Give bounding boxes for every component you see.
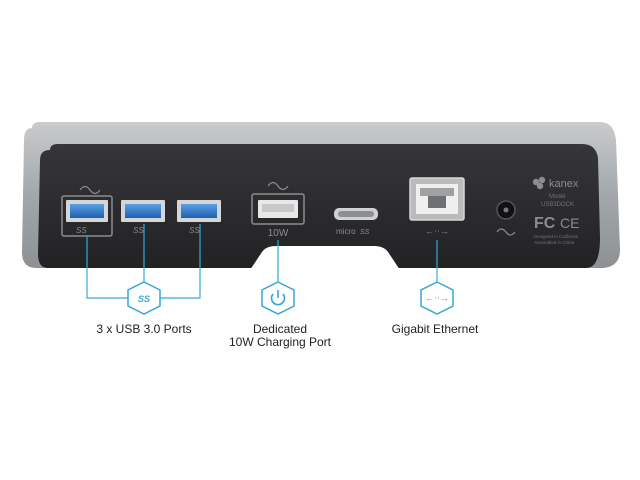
ethernet-port: ←⋅⋅→ (409, 177, 465, 236)
usb-port-2: SS (121, 200, 165, 235)
ethernet-caption: Gigabit Ethernet (391, 322, 479, 336)
ss-mark: SS (76, 226, 87, 235)
usb-ports-caption: 3 x USB 3.0 Ports (96, 322, 192, 336)
micro-port-label: micro (336, 227, 356, 236)
charging-badge (261, 281, 295, 315)
usb-port-3: SS (177, 200, 221, 235)
ethernet-arrows-icon: ←⋅⋅→ (425, 293, 449, 303)
power-icon (270, 290, 286, 306)
model-label: Model (549, 194, 565, 200)
fcc-mark: FC (534, 215, 556, 232)
dock-device: SS SS SS 10W micro SS (22, 122, 620, 270)
ss-mark: SS (133, 226, 144, 235)
dc-power-jack (496, 200, 516, 236)
ss-mark: SS (189, 226, 200, 235)
brand-block: kanex Model USB3DOCK FC CE Designed in C… (532, 176, 579, 245)
charging-caption-line-1: Dedicated (252, 322, 308, 336)
charge-port-label: 10W (268, 228, 289, 239)
ss-mark: SS (360, 229, 370, 236)
usb-connector-lines (86, 224, 201, 299)
brand-name: kanex (549, 178, 579, 190)
ethernet-badge: ←⋅⋅→ (420, 281, 454, 315)
usb-badge: SS (127, 281, 161, 315)
kanex-logo-icon (532, 176, 546, 190)
model-number: USB3DOCK (541, 202, 574, 208)
ethernet-arrows-icon: ←⋅⋅→ (425, 226, 449, 236)
wave-icon (267, 181, 289, 191)
charging-caption-line-2: 10W Charging Port (228, 335, 332, 349)
wave-icon (79, 185, 101, 195)
usb-ss-icon: SS (138, 294, 150, 304)
charging-port: 10W (251, 181, 305, 239)
callout-connectors (86, 224, 438, 299)
wave-icon (496, 228, 516, 236)
ce-mark: CE (560, 215, 579, 231)
origin-line-2: Assembled in China (534, 240, 575, 245)
dock-bottom-notch (250, 246, 400, 270)
dock-black-panel (38, 144, 600, 268)
charging-port-caption: Dedicated 10W Charging Port (210, 323, 350, 349)
origin-line-1: Designed in California (534, 234, 579, 239)
micro-usb-port: micro SS (334, 208, 378, 236)
